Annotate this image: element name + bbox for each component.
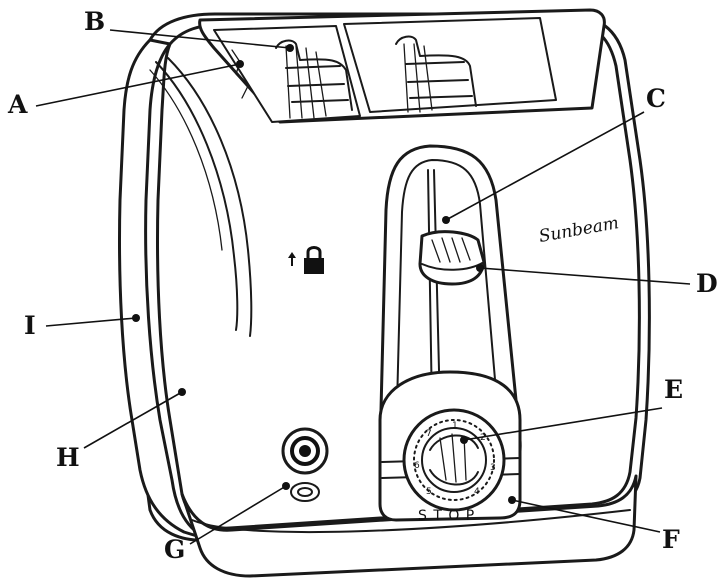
dial-number: 5: [426, 487, 432, 497]
browning-dial[interactable]: [402, 408, 506, 512]
lock-icon: [304, 246, 324, 274]
cord-outlet: [281, 427, 329, 502]
dial-number: 3: [490, 463, 496, 473]
dial-number: 2: [480, 433, 486, 443]
callout-a: A: [7, 90, 28, 119]
lever-handle[interactable]: [418, 230, 486, 286]
lift-arrow-icon: [288, 252, 296, 266]
callout-i: I: [24, 311, 36, 340]
bread-slots: [198, 8, 606, 124]
leader-lines: [35, 29, 691, 545]
callout-b: B: [84, 7, 105, 36]
dial-number: 6: [414, 461, 420, 471]
callout-f: F: [662, 525, 680, 554]
callout-d: D: [696, 269, 718, 298]
callout-h: H: [56, 443, 80, 472]
dial-number: 7: [426, 429, 432, 439]
stop-label: S T O P: [418, 508, 475, 524]
dial-number: 4: [474, 487, 480, 497]
dial-number: 1: [452, 421, 458, 431]
callout-c: C: [646, 84, 666, 113]
callout-e: E: [664, 375, 683, 404]
callout-g: G: [164, 535, 185, 564]
